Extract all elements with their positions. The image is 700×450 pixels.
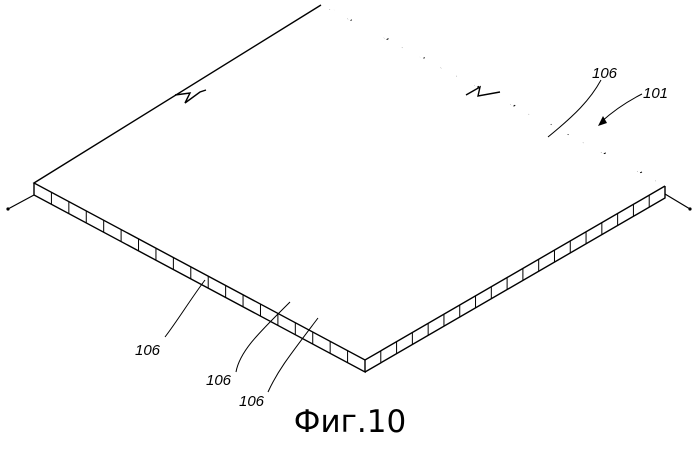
slab-outline <box>34 5 665 372</box>
label-106-left: 106 <box>135 342 161 359</box>
leader-101 <box>601 94 642 122</box>
figure-caption: Фиг.10 <box>0 404 700 440</box>
slab-top-face <box>34 5 665 360</box>
continuation-right-dot <box>688 207 691 210</box>
label-101: 101 <box>643 85 668 102</box>
label-106-top: 106 <box>592 65 618 82</box>
continuation-left <box>8 195 34 209</box>
continuation-right <box>665 194 690 209</box>
leader-106-top <box>548 80 601 137</box>
leader-106-left <box>165 280 205 337</box>
label-106-front-a: 106 <box>206 372 232 389</box>
continuation-left-dot <box>6 207 9 210</box>
